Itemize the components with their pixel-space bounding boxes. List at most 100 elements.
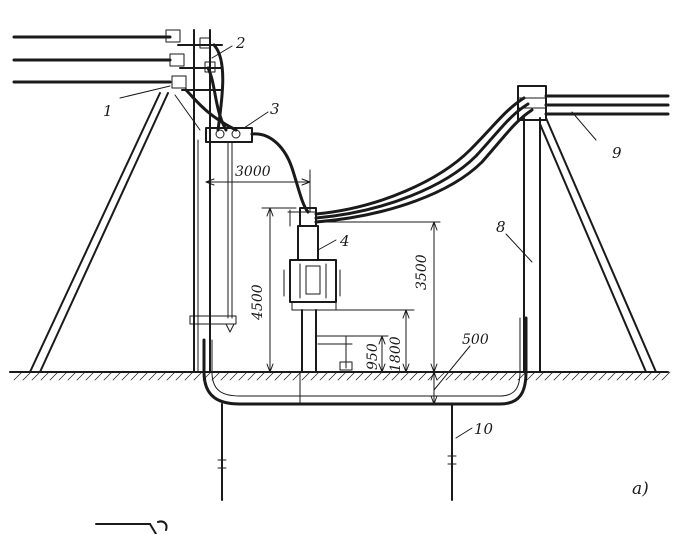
ground-hatch-line — [409, 371, 419, 381]
cable-to-transformer — [250, 132, 310, 214]
overhead-line-left — [12, 35, 172, 84]
ground-hatch-line — [274, 371, 284, 381]
ground-hatch-line — [22, 371, 32, 381]
ground-hatch-line — [103, 371, 113, 381]
left-support-struts — [29, 92, 201, 373]
dimension-500-label: 500 — [462, 332, 489, 348]
transformer — [283, 207, 341, 311]
left-pole — [193, 29, 211, 373]
ground-rods — [217, 403, 457, 501]
ground-hatch-line — [454, 371, 464, 381]
ground-hatch-line — [643, 371, 653, 381]
ground-hatch-line — [166, 371, 176, 381]
callout-4: 4 — [339, 232, 350, 250]
ground-hatch-line — [400, 371, 410, 381]
dimension-4500 — [261, 207, 297, 373]
right-support-struts — [539, 117, 657, 373]
ground-hatch-line — [499, 371, 509, 381]
ground-hatch-line — [661, 371, 671, 381]
ground-hatch-line — [472, 371, 482, 381]
cables-to-right-pole — [314, 96, 534, 224]
ground-hatch-line — [625, 371, 635, 381]
ground-hatch-line — [94, 371, 104, 381]
ground-hatch-line — [67, 371, 77, 381]
ground-hatch-line — [49, 371, 59, 381]
ground-hatch-line — [112, 371, 122, 381]
ground-hatch-line — [508, 371, 518, 381]
figure-label: a) — [632, 479, 649, 499]
ground-hatch-line — [481, 371, 491, 381]
ground-hatch-line — [391, 371, 401, 381]
ground-hatch-line — [13, 371, 23, 381]
dimension-3000-label: 3000 — [235, 164, 271, 180]
ground-hatch-line — [634, 371, 644, 381]
dimension-3000 — [205, 169, 311, 213]
ground-hatch-line — [445, 371, 455, 381]
ground-hatch-line — [436, 371, 446, 381]
ground-hatch-line — [76, 371, 86, 381]
ground — [9, 371, 671, 381]
ground-hatch-line — [157, 371, 167, 381]
dimension-500 — [430, 345, 471, 405]
ground-hatch-line — [355, 371, 365, 381]
dimension-3500-label: 3500 — [414, 254, 430, 290]
ground-hatch-line — [616, 371, 626, 381]
ground-hatch-line — [238, 371, 248, 381]
ground-hatch-line — [31, 371, 41, 381]
ground-hatch-line — [418, 371, 428, 381]
callout-2: 2 — [235, 34, 246, 52]
ground-hatch-line — [544, 371, 554, 381]
ground-hatch-line — [310, 371, 320, 381]
ground-hatch-line — [373, 371, 383, 381]
dimension-1800 — [335, 309, 415, 373]
ground-hatch-line — [382, 371, 392, 381]
callout-8: 8 — [496, 218, 506, 236]
ground-hatch-line — [328, 371, 338, 381]
ground-hatch-line — [265, 371, 275, 381]
disconnector — [189, 127, 253, 333]
dimension-1800-label: 1800 — [388, 336, 404, 372]
ground-hatch-line — [175, 371, 185, 381]
ground-hatch-line — [607, 371, 617, 381]
grounding-conductor — [202, 316, 528, 406]
ground-hatch-line — [652, 371, 662, 381]
ground-hatch-line — [121, 371, 131, 381]
ground-hatch-line — [130, 371, 140, 381]
ground-hatch-line — [346, 371, 356, 381]
ground-hatch-line — [490, 371, 500, 381]
ground-hatch-line — [301, 371, 311, 381]
ground-hatch-line — [562, 371, 572, 381]
ground-hatch-line — [598, 371, 608, 381]
next-figure-fragment — [95, 520, 168, 534]
ground-hatch-line — [40, 371, 50, 381]
drop-leads — [184, 43, 238, 132]
ground-hatch-line — [571, 371, 581, 381]
ground-hatch-line — [580, 371, 590, 381]
ground-hatch-line — [553, 371, 563, 381]
ground-hatch-line — [283, 371, 293, 381]
callout-1: 1 — [103, 102, 113, 120]
callout-9: 9 — [612, 144, 622, 162]
ground-hatch-line — [184, 371, 194, 381]
ground-hatch-line — [364, 371, 374, 381]
ground-hatch-line — [535, 371, 545, 381]
right-pole — [517, 85, 547, 373]
dimension-950-label: 950 — [365, 343, 381, 370]
ground-hatch-line — [139, 371, 149, 381]
ground-hatch-line — [589, 371, 599, 381]
ground-hatch-line — [337, 371, 347, 381]
ground-hatch-line — [229, 371, 239, 381]
callout-10: 10 — [474, 420, 494, 438]
ground-hatch-line — [526, 371, 536, 381]
overhead-line-right — [544, 94, 670, 116]
ground-hatch-line — [247, 371, 257, 381]
transformer-pole — [301, 309, 353, 373]
ground-hatch-line — [148, 371, 158, 381]
dimension-4500-label: 4500 — [250, 284, 266, 321]
callout-leaders — [119, 45, 597, 439]
ground-hatch-line — [58, 371, 68, 381]
ground-hatch-line — [319, 371, 329, 381]
ground-hatch-line — [256, 371, 266, 381]
ground-hatch-line — [193, 371, 203, 381]
